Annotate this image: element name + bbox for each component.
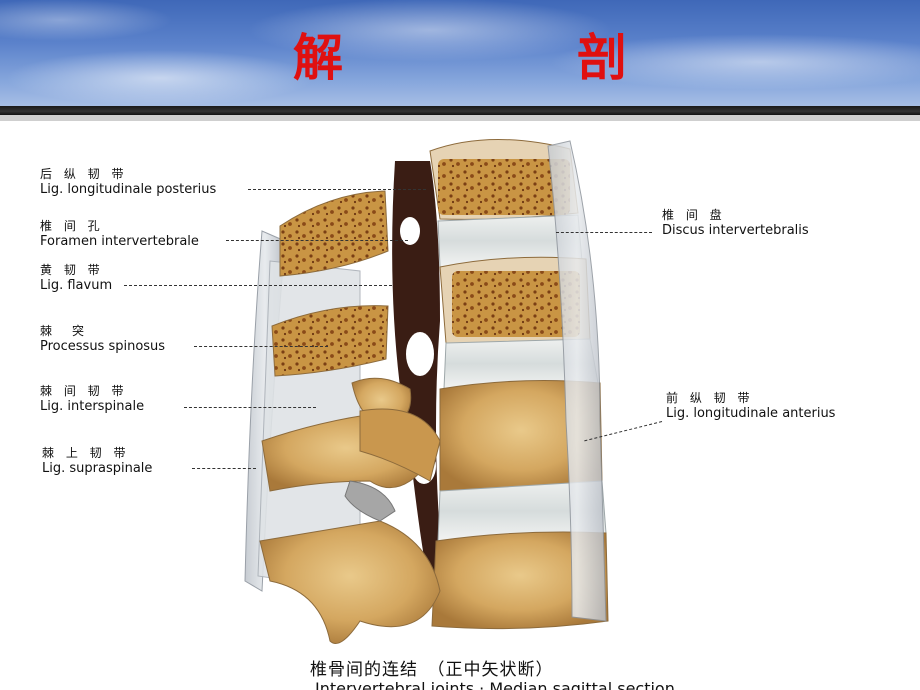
label-zh: 棘 上 韧 带 [42, 446, 130, 460]
label-en: Processus spinosus [40, 339, 166, 354]
label-lig-longitudinale-posterius: 后 纵 韧 带 Lig. longitudinale posterius [40, 166, 216, 198]
label-zh: 棘 突 [40, 324, 89, 338]
header-banner: 解 剖 [0, 0, 920, 108]
leader-line [226, 240, 408, 241]
label-en: Lig. longitudinale posterius [40, 182, 217, 197]
label-processus-spinosus: 棘 突 Processus spinosus [40, 323, 165, 355]
leader-line [194, 346, 328, 347]
label-zh: 椎 间 盘 [662, 208, 726, 222]
label-lig-flavum: 黄 韧 带 Lig. flavum [40, 262, 112, 294]
label-zh: 椎 间 孔 [40, 219, 104, 233]
label-en: Lig. flavum [40, 278, 113, 293]
figure-caption-en: Intervertebral joints · Median sagittal … [315, 679, 675, 690]
label-lig-longitudinale-anterius: 前 纵 韧 带 Lig. longitudinale anterius [666, 390, 835, 422]
label-zh: 棘 间 韧 带 [40, 384, 128, 398]
label-lig-supraspinale: 棘 上 韧 带 Lig. supraspinale [42, 445, 152, 477]
leader-line [124, 285, 392, 286]
label-zh: 黄 韧 带 [40, 263, 104, 277]
label-zh: 后 纵 韧 带 [40, 167, 128, 181]
label-en: Lig. interspinale [40, 399, 145, 414]
header-divider [0, 106, 920, 115]
label-en: Foramen intervertebrale [40, 234, 199, 249]
leader-line [184, 407, 316, 408]
label-lig-interspinale: 棘 间 韧 带 Lig. interspinale [40, 383, 144, 415]
leader-line [556, 232, 652, 233]
label-zh: 前 纵 韧 带 [666, 391, 754, 405]
label-en: Discus intervertebralis [662, 223, 809, 238]
anatomy-figure: 后 纵 韧 带 Lig. longitudinale posterius 椎 间… [0, 121, 920, 690]
leader-line [192, 468, 256, 469]
leader-line [248, 189, 426, 190]
header-divider-light [0, 115, 920, 121]
page-title: 解 剖 [293, 28, 719, 87]
figure-caption-zh: 椎骨间的连结 （正中矢状断） [310, 660, 554, 680]
label-discus-intervertebralis: 椎 间 盘 Discus intervertebralis [662, 207, 809, 239]
label-foramen-intervertebrale: 椎 间 孔 Foramen intervertebrale [40, 218, 199, 250]
spine-illustration [244, 138, 609, 644]
label-en: Lig. supraspinale [42, 461, 153, 476]
label-en: Lig. longitudinale anterius [666, 406, 836, 421]
